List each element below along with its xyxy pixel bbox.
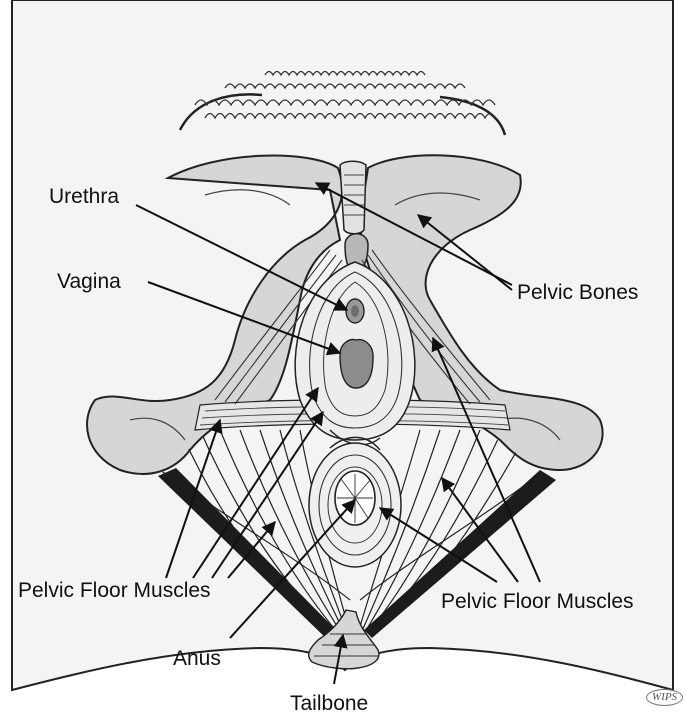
urethra-opening-inner <box>351 305 359 317</box>
vaginal-opening <box>340 340 373 388</box>
label-anus: Anus <box>173 648 221 669</box>
label-pelvic-floor-muscles-right: Pelvic Floor Muscles <box>441 591 634 612</box>
label-vagina: Vagina <box>57 271 121 292</box>
label-pelvic-floor-muscles-left: Pelvic Floor Muscles <box>18 580 211 601</box>
watermark-logo: WIPS <box>646 689 683 706</box>
label-tailbone: Tailbone <box>290 693 368 714</box>
label-urethra: Urethra <box>49 186 119 207</box>
label-pelvic-bones: Pelvic Bones <box>517 282 638 303</box>
